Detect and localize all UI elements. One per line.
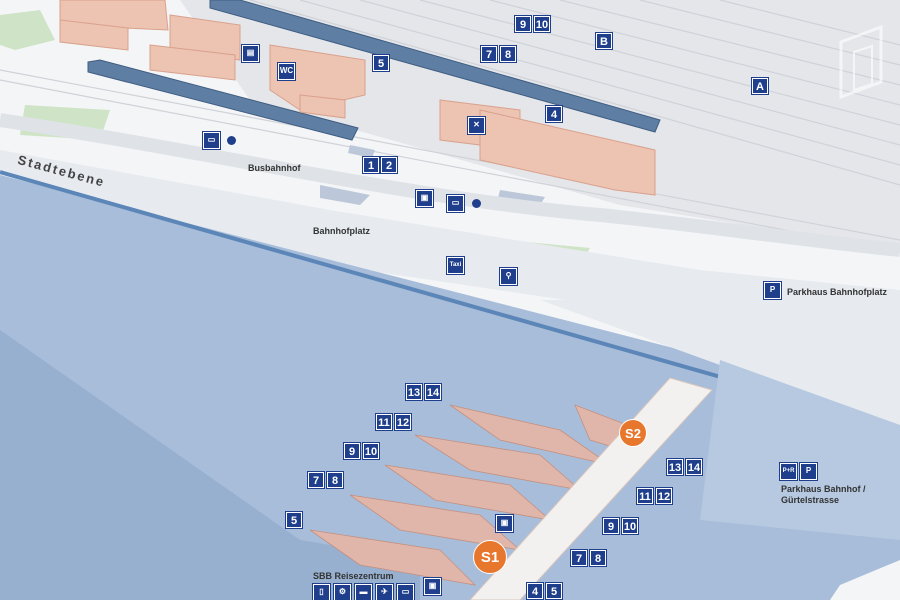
track-badge[interactable]: 9 [514, 15, 532, 33]
track-badge[interactable]: 5 [372, 54, 390, 72]
track-badge[interactable]: 7 [570, 549, 588, 567]
bus-station-label: Busbahnhof [248, 163, 301, 173]
track-lines [0, 0, 900, 253]
taxi-icon[interactable]: Taxi [446, 256, 465, 275]
sector-badge[interactable]: B [595, 32, 613, 50]
track-badge[interactable]: 7 [480, 45, 498, 63]
wc-icon[interactable]: WC [277, 62, 296, 81]
track-badge[interactable]: 8 [326, 471, 344, 489]
track-badge[interactable]: 11 [636, 487, 654, 505]
trains [87, 0, 661, 141]
track-badge[interactable]: 9 [602, 517, 620, 535]
service-icon[interactable]: ⚙ [333, 583, 352, 600]
track-badge[interactable]: 12 [394, 413, 412, 431]
track-badge[interactable]: 14 [424, 383, 442, 401]
track-badge[interactable]: 4 [526, 582, 544, 600]
stop-dot [227, 136, 236, 145]
track-badge[interactable]: 1 [362, 156, 380, 174]
bus-icon[interactable]: ▭ [202, 131, 221, 150]
track-badge[interactable]: 5 [545, 582, 563, 600]
track-badge[interactable]: 10 [621, 517, 639, 535]
ticket-icon[interactable]: ▣ [415, 189, 434, 208]
track-badge[interactable]: 11 [375, 413, 393, 431]
track-badge[interactable]: 8 [499, 45, 517, 63]
track-badge[interactable]: 10 [533, 15, 551, 33]
exit-badge[interactable]: S1 [473, 540, 507, 574]
track-badge[interactable]: 8 [589, 549, 607, 567]
ticket-icon[interactable]: ▣ [495, 514, 514, 533]
track-badge[interactable]: 13 [405, 383, 423, 401]
parking-icon[interactable]: P [763, 281, 782, 300]
ticket-icon[interactable]: ▣ [423, 577, 442, 596]
luggage-icon[interactable]: ▤ [241, 44, 260, 63]
track-badge[interactable]: 13 [666, 458, 684, 476]
station-square-label: Bahnhofplatz [313, 226, 370, 236]
track-badge[interactable]: 7 [307, 471, 325, 489]
plane-icon[interactable]: ✈ [375, 583, 394, 600]
sector-badge[interactable]: A [751, 77, 769, 95]
sbb-logo-icon [839, 24, 883, 100]
parking-north-label: Parkhaus Bahnhofplatz [787, 287, 888, 297]
stop-dot [472, 199, 481, 208]
track-badge[interactable]: 2 [380, 156, 398, 174]
track-badge[interactable]: 9 [343, 442, 361, 460]
park-and-rail-icon[interactable]: P+R [779, 462, 798, 481]
track-badge[interactable]: 10 [362, 442, 380, 460]
bike-icon[interactable]: ⚲ [499, 267, 518, 286]
track-badge[interactable]: 12 [655, 487, 673, 505]
track-badge[interactable]: 14 [685, 458, 703, 476]
info-icon[interactable]: ▯ [312, 583, 331, 600]
travel-centre-label: SBB Reisezentrum [313, 571, 394, 581]
shop-icon[interactable]: ▬ [354, 583, 373, 600]
track-badge[interactable]: 4 [545, 105, 563, 123]
escalator-icon[interactable]: ✕ [467, 116, 486, 135]
exit-badge[interactable]: S2 [619, 419, 647, 447]
parking-icon[interactable]: P [799, 462, 818, 481]
bus-icon[interactable]: ▭ [446, 194, 465, 213]
parking-south-label: Parkhaus Bahnhof / Gürtelstrasse [781, 484, 866, 505]
track-badge[interactable]: 5 [285, 511, 303, 529]
buildings [59, 0, 656, 196]
car-icon[interactable]: ▭ [396, 583, 415, 600]
